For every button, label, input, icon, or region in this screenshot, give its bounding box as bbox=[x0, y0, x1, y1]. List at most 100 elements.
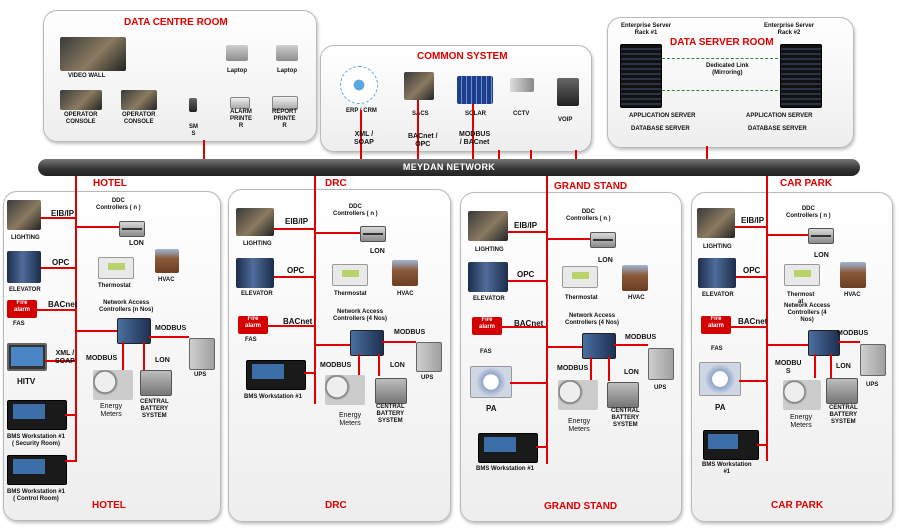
data-server-title: DATA SERVER ROOM bbox=[670, 37, 774, 48]
laptop-label: Laptop bbox=[277, 68, 297, 74]
pa-speaker-icon bbox=[470, 366, 512, 398]
connector-line bbox=[268, 325, 314, 327]
energy-meters-icon bbox=[93, 370, 133, 400]
connector-line bbox=[149, 336, 189, 338]
car-park-trunk bbox=[766, 176, 768, 461]
opc-label: OPC bbox=[743, 266, 761, 275]
connector-line bbox=[360, 110, 362, 160]
alarm-printer-icon bbox=[230, 97, 250, 109]
ddc-controller-icon bbox=[360, 226, 386, 242]
connector-line bbox=[314, 232, 360, 234]
bacnet-label: BACnet bbox=[283, 317, 313, 326]
car-park-panel bbox=[691, 192, 893, 522]
connector-line bbox=[546, 346, 582, 348]
modbus-label: MODBUS bbox=[394, 329, 426, 336]
operator-console-icon bbox=[60, 90, 102, 110]
sms-label: SM S bbox=[189, 124, 198, 137]
lon-label: LON bbox=[836, 363, 851, 370]
ups-label: UPS bbox=[654, 385, 667, 391]
connector-line bbox=[575, 150, 577, 160]
modbus-label: MODBUS bbox=[320, 362, 352, 369]
hvac-icon bbox=[155, 249, 179, 273]
modbus-label: MODBU S bbox=[775, 360, 802, 375]
report-printer-icon bbox=[272, 96, 298, 110]
drc-footer: DRC bbox=[325, 500, 347, 511]
video-wall-label: VIDEO WALL bbox=[68, 73, 106, 79]
sms-phone-icon bbox=[189, 98, 197, 112]
lighting-icon bbox=[697, 208, 735, 238]
operator-console-icon bbox=[121, 90, 157, 110]
thermostat-label: Thermostat bbox=[98, 283, 131, 289]
fire-alarm-icon: Fire alarm bbox=[701, 316, 731, 334]
connector-line bbox=[838, 341, 860, 343]
opc-label: OPC bbox=[52, 258, 70, 267]
server-rack-icon bbox=[620, 44, 662, 108]
pa-speaker-icon bbox=[699, 362, 741, 396]
ddc-label: DDC Controllers ( n ) bbox=[786, 206, 831, 219]
connector-line bbox=[274, 276, 314, 278]
bms-workstation-label: BMS Workstation #1 ( Control Room) bbox=[7, 489, 65, 502]
central-battery-label: CENTRAL BATTERY SYSTEM bbox=[140, 399, 169, 419]
thermostat-icon bbox=[562, 266, 598, 288]
mirroring-link-line bbox=[662, 90, 778, 91]
xml-soap-label: XML / SOAP bbox=[354, 131, 374, 146]
bms-workstation-label: BMS Workstation #1 ( Security Room) bbox=[7, 434, 65, 447]
modbus-label: MODBUS bbox=[837, 330, 869, 337]
elevator-label: ELEVATOR bbox=[241, 291, 273, 297]
connector-line bbox=[274, 228, 314, 230]
connector-line bbox=[508, 280, 546, 282]
lon-label: LON bbox=[390, 362, 405, 369]
mirroring-link-line bbox=[662, 58, 778, 59]
lon-label: LON bbox=[598, 257, 613, 264]
report-printer-label: REPORT PRINTE R bbox=[272, 109, 298, 129]
connector-line bbox=[766, 234, 808, 236]
connector-line bbox=[75, 330, 117, 332]
mirroring-link-label: Dedicated Link (Mirroring) bbox=[706, 63, 749, 76]
fas-label: FAS bbox=[480, 349, 492, 355]
sacs-label: SACS bbox=[412, 111, 429, 117]
ups-icon bbox=[648, 348, 674, 380]
video-wall-icon bbox=[60, 37, 126, 71]
grand-stand-title: GRAND STAND bbox=[554, 181, 628, 192]
database-server-label: DATABASE SERVER bbox=[748, 126, 807, 132]
fas-label: FAS bbox=[13, 321, 25, 327]
lon-label: LON bbox=[370, 248, 385, 255]
lon-label: LON bbox=[624, 369, 639, 376]
thermostat-label: Thermostat bbox=[565, 295, 598, 301]
central-battery-label: CENTRAL BATTERY SYSTEM bbox=[611, 408, 640, 428]
modbus-bacnet-label: MODBUS / BACnet bbox=[459, 131, 491, 146]
elevator-label: ELEVATOR bbox=[473, 296, 505, 302]
application-server-label: APPLICATION SERVER bbox=[629, 113, 696, 119]
modbus-label: MODBUS bbox=[155, 325, 187, 332]
elevator-label: ELEVATOR bbox=[702, 292, 734, 298]
pa-label: PA bbox=[486, 404, 497, 413]
nac-label: Network Access Controllers (4 Nos) bbox=[784, 303, 831, 323]
bms-workstation-label: BMS Workstation #1 bbox=[244, 394, 302, 400]
ddc-controller-icon bbox=[590, 232, 616, 248]
eib-ip-label: EIB/IP bbox=[51, 209, 75, 218]
eib-ip-label: EIB/IP bbox=[285, 217, 309, 226]
grand-stand-panel bbox=[460, 192, 682, 522]
laptop-icon bbox=[226, 45, 248, 61]
energy-meters-label: Energy Meters bbox=[568, 418, 591, 433]
connector-line bbox=[65, 460, 77, 462]
central-battery-icon bbox=[607, 382, 639, 408]
lighting-icon bbox=[7, 200, 41, 230]
central-battery-icon bbox=[826, 378, 858, 404]
ddc-label: DDC Controllers ( n ) bbox=[566, 209, 611, 222]
connector-line bbox=[382, 341, 416, 343]
energy-meters-label: Energy Meters bbox=[339, 412, 362, 427]
connector-line bbox=[75, 226, 119, 228]
connector-line bbox=[378, 354, 380, 376]
thermostat-label: Thermost at bbox=[787, 292, 815, 305]
bms-workstation-icon bbox=[478, 433, 538, 463]
bms-workstation-icon bbox=[7, 400, 67, 430]
lon-label: LON bbox=[129, 240, 144, 247]
energy-meters-label: Energy Meters bbox=[790, 414, 813, 429]
hotel-footer: HOTEL bbox=[92, 500, 126, 511]
common-system-title: COMMON SYSTEM bbox=[417, 51, 508, 62]
bms-workstation-label: BMS Workstation #1 bbox=[476, 466, 534, 472]
fire-alarm-icon: Fire alarm bbox=[238, 316, 268, 334]
connector-line bbox=[358, 354, 360, 376]
data-centre-panel bbox=[43, 10, 317, 142]
